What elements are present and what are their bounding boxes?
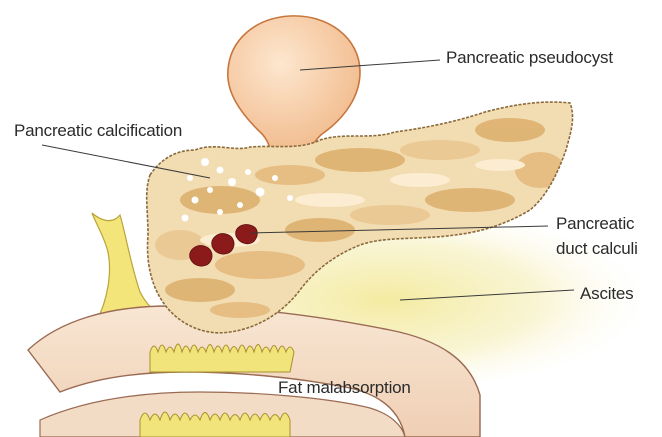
label-pancreatic-calcification: Pancreatic calcification xyxy=(14,121,182,141)
intestinal-villi-lower xyxy=(140,412,290,437)
label-fat-malabsorption: Fat malabsorption xyxy=(278,378,411,398)
label-pancreatic-pseudocyst: Pancreatic pseudocyst xyxy=(446,48,613,68)
label-ascites: Ascites xyxy=(580,284,633,304)
label-duct-calculi-line1: Pancreatic xyxy=(556,214,634,234)
pseudocyst xyxy=(228,16,360,152)
label-duct-calculi-line2: duct calculi xyxy=(556,239,638,259)
